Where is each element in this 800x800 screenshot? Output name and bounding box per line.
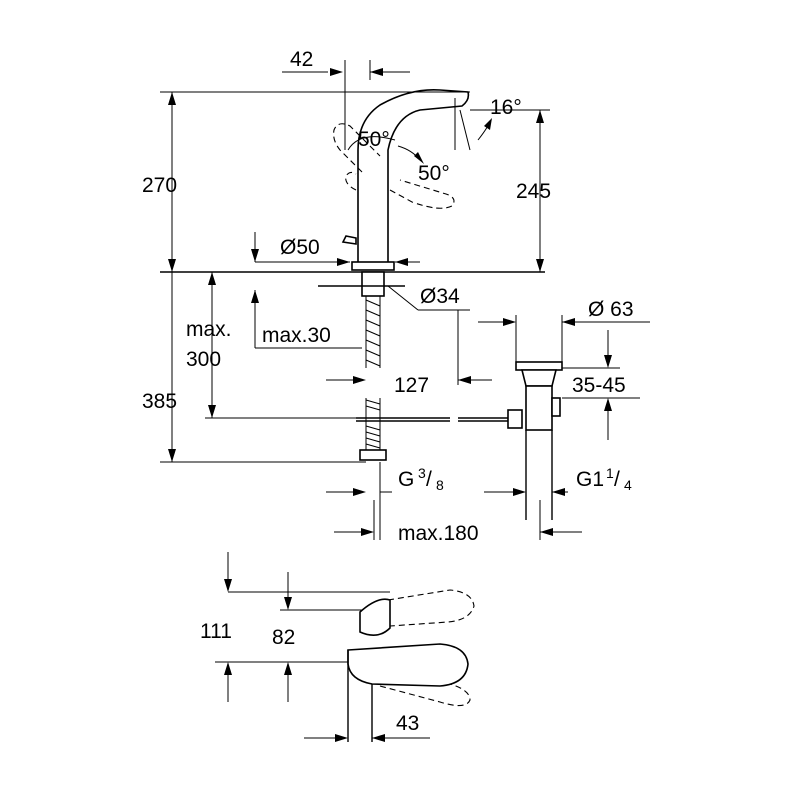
dim-50-deg-right: 50° xyxy=(418,162,450,185)
dim-max-30: max.30 xyxy=(262,324,331,347)
dim-42: 42 xyxy=(290,48,313,71)
dim-diameter-63: Ø 63 xyxy=(588,298,634,321)
dim-111: 111 xyxy=(200,620,232,643)
dim-16-deg: 16° xyxy=(490,96,522,119)
dim-385: 385 xyxy=(142,390,177,413)
dim-g1-thread: G1 xyxy=(576,468,604,491)
dim-50-deg-left: 50° xyxy=(358,128,390,151)
dim-270: 270 xyxy=(142,174,177,197)
dim-g-connection-sub: 8 xyxy=(436,477,444,493)
dim-35-45: 35-45 xyxy=(572,374,626,397)
faucet-side-view xyxy=(160,88,545,461)
dim-245: 245 xyxy=(516,180,551,203)
dim-g-connection-sup: 3 xyxy=(418,465,426,481)
dim-g1-thread-slash: / xyxy=(614,468,620,491)
dim-max-300: 300 xyxy=(186,348,221,371)
dim-82: 82 xyxy=(272,626,295,649)
dim-g1-thread-sup: 1 xyxy=(606,465,614,481)
dim-g1-thread-sub: 4 xyxy=(624,477,632,493)
dimension-labels: 42 16° 50° 50° 270 245 Ø50 Ø34 max. 300 … xyxy=(142,48,634,735)
dim-diameter-50: Ø50 xyxy=(280,236,320,259)
dim-g-connection-slash: / xyxy=(426,468,432,491)
dim-diameter-34: Ø34 xyxy=(420,285,460,308)
dim-max-label: max. xyxy=(186,318,232,341)
dim-43: 43 xyxy=(396,712,419,735)
dim-g-connection: G xyxy=(398,468,414,491)
dimension-lines xyxy=(160,60,650,540)
dim-127: 127 xyxy=(394,374,429,397)
faucet-top-view xyxy=(215,552,475,742)
waste-assembly xyxy=(507,361,563,520)
dim-max-180: max.180 xyxy=(398,522,479,545)
